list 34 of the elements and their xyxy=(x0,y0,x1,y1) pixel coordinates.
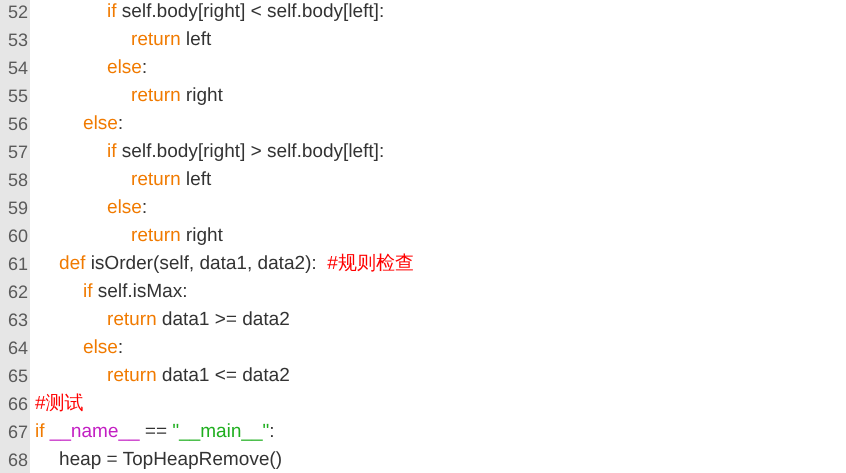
code-line: else: xyxy=(107,196,148,220)
line-number: 64 xyxy=(6,337,28,360)
code-line: return left xyxy=(131,28,212,52)
code-line: if self.isMax: xyxy=(83,280,188,304)
line-number: 66 xyxy=(6,393,28,416)
code-line: heap = TopHeapRemove() xyxy=(59,448,282,472)
line-number: 58 xyxy=(6,169,28,192)
code-line: return data1 >= data2 xyxy=(107,308,290,332)
code-line: #测试 xyxy=(35,392,84,416)
line-number: 68 xyxy=(6,449,28,472)
code-line: if self.body[right] < self.body[left]: xyxy=(107,0,384,24)
code-line: def isOrder(self, data1, data2): #规则检查 xyxy=(59,252,414,276)
code-line: return left xyxy=(131,168,212,192)
line-number: 60 xyxy=(6,225,28,248)
line-number: 63 xyxy=(6,309,28,332)
code-line: if self.body[right] > self.body[left]: xyxy=(107,140,384,164)
line-number: 62 xyxy=(6,281,28,304)
line-number: 55 xyxy=(6,85,28,108)
line-number: 54 xyxy=(6,57,28,80)
code-line: return right xyxy=(131,84,223,108)
line-number: 59 xyxy=(6,197,28,220)
line-number: 65 xyxy=(6,365,28,388)
code-line: return data1 <= data2 xyxy=(107,364,290,388)
code-line: else: xyxy=(83,336,124,360)
code-line: if __name__ == "__main__": xyxy=(35,420,275,444)
code-line: return right xyxy=(131,224,223,248)
line-number: 67 xyxy=(6,421,28,444)
line-number: 57 xyxy=(6,141,28,164)
line-number: 52 xyxy=(6,1,28,24)
code-line: else: xyxy=(107,56,148,80)
line-number: 56 xyxy=(6,113,28,136)
line-number: 53 xyxy=(6,29,28,52)
code-line: else: xyxy=(83,112,124,136)
line-number: 61 xyxy=(6,253,28,276)
